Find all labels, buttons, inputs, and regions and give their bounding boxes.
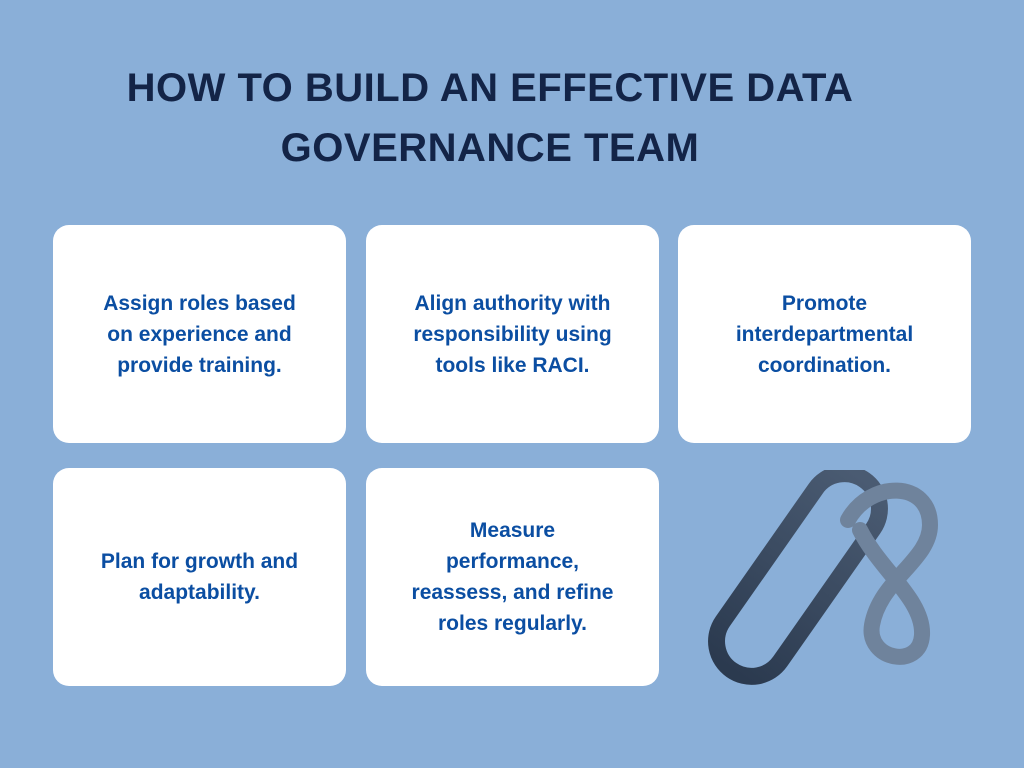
page-title: HOW TO BUILD AN EFFECTIVE DATA GOVERNANC… — [0, 58, 980, 178]
card-text: Plan for growth and adaptability. — [100, 550, 299, 604]
card-text: Assign roles based on experience and pro… — [103, 291, 296, 377]
title-line-2: GOVERNANCE TEAM — [280, 126, 700, 170]
tip-card-align-authority: Align authority with responsibility usin… — [366, 225, 659, 443]
tip-card-assign-roles: Assign roles based on experience and pro… — [53, 225, 346, 443]
card-text: Measure performance, reassess, and refin… — [411, 519, 614, 635]
tip-card-plan-growth: Plan for growth and adaptability. — [53, 468, 346, 686]
logo-left-loop — [708, 470, 888, 685]
title-line-1: HOW TO BUILD AN EFFECTIVE DATA — [126, 66, 854, 110]
tip-card-promote-coordination: Promote interdepartmental coordination. — [678, 225, 971, 443]
card-text: Align authority with responsibility usin… — [413, 291, 612, 377]
logo-right-figure-eight — [840, 482, 939, 665]
card-text: Promote interdepartmental coordination. — [735, 291, 914, 377]
infinity-loop-logo-icon — [708, 470, 939, 685]
tip-card-measure-performance: Measure performance, reassess, and refin… — [366, 468, 659, 686]
